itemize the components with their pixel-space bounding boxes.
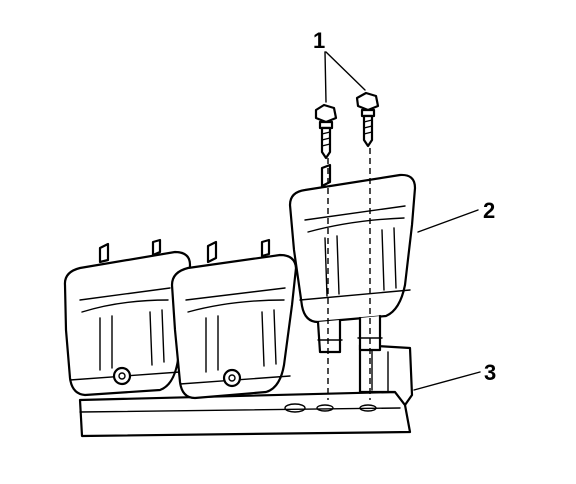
ignition-coil-left xyxy=(63,238,192,397)
ignition-coil-removed xyxy=(288,163,417,354)
leader-lines xyxy=(324,51,481,391)
ignition-coil-middle xyxy=(170,238,298,400)
callout-2: 2 xyxy=(483,198,495,223)
coil-bolt-left xyxy=(314,103,338,160)
coil-mounting-bracket xyxy=(78,343,414,438)
callout-3: 3 xyxy=(484,360,496,385)
coil-bolt-right xyxy=(355,91,380,148)
callout-1: 1 xyxy=(313,28,325,53)
alignment-lines xyxy=(327,148,371,400)
